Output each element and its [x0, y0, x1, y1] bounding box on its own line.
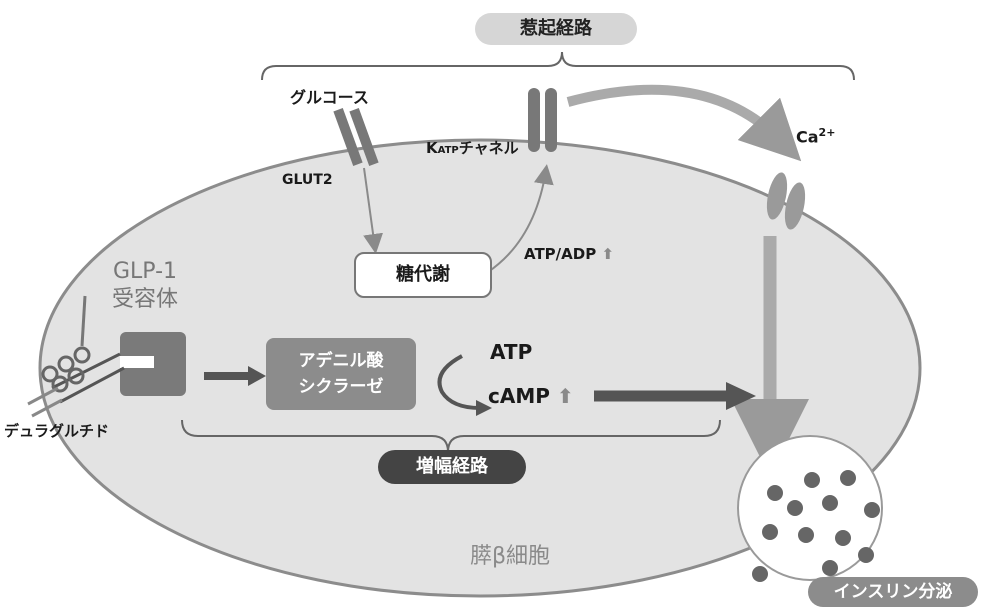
camp-up-icon: ⬆ [556, 384, 574, 408]
atp-label: ATP [490, 340, 533, 364]
glut2-label: GLUT2 [282, 172, 333, 188]
glp1-line1: GLP-1 [112, 259, 178, 284]
atp-adp-label: ATP/ADP ⬆ [524, 245, 614, 263]
triggering-pathway-label: 惹起経路 [475, 13, 637, 45]
katp-channel-icon [528, 88, 557, 152]
calcium-charge: 2+ [818, 126, 836, 139]
glp1-receptor-label: GLP-1 受容体 [112, 258, 178, 314]
amplifying-pathway-label: 増幅経路 [378, 450, 526, 484]
triggering-bracket [261, 51, 855, 81]
atp-adp-arrow [487, 164, 554, 273]
atp-adp-text: ATP/ADP [524, 245, 597, 263]
glp1-receptor-icon [120, 332, 186, 396]
camp-text: cAMP [488, 384, 550, 408]
glp1-line2: 受容体 [112, 287, 179, 312]
adenylate-line1: アデニル酸 [298, 351, 384, 371]
katp-rest: チャネル [458, 139, 519, 157]
calcium-label: Ca2+ [796, 126, 835, 146]
atp-to-camp-arrow [437, 354, 481, 410]
katp-k: K [426, 139, 438, 157]
glut2-transporter-icon [333, 108, 379, 166]
beta-cell-label: 膵β細胞 [470, 544, 551, 569]
glycolysis-box: 糖代謝 [354, 252, 492, 298]
adenylate-line2: シクラーゼ [298, 377, 384, 397]
dulaglutide-label: デュラグルチド [4, 422, 110, 440]
insulin-granules [752, 470, 880, 582]
atp-adp-up-icon: ⬆ [601, 245, 615, 263]
camp-label: cAMP ⬆ [488, 384, 574, 408]
calcium-channel-icon [766, 172, 806, 230]
katp-to-calcium-arrow [566, 84, 802, 162]
katp-channel-label: KATPチャネル [426, 137, 519, 158]
beta-cell-body [38, 138, 922, 598]
calcium-symbol: Ca [796, 127, 819, 147]
glucose-label: グルコース [290, 88, 369, 107]
dulaglutide-icon [27, 295, 125, 418]
insulin-secretion-label: インスリン分泌 [808, 577, 978, 607]
katp-sub: ATP [437, 145, 459, 156]
glucose-uptake-arrow [363, 167, 383, 254]
adenylate-cyclase-box: アデニル酸 シクラーゼ [266, 338, 416, 410]
